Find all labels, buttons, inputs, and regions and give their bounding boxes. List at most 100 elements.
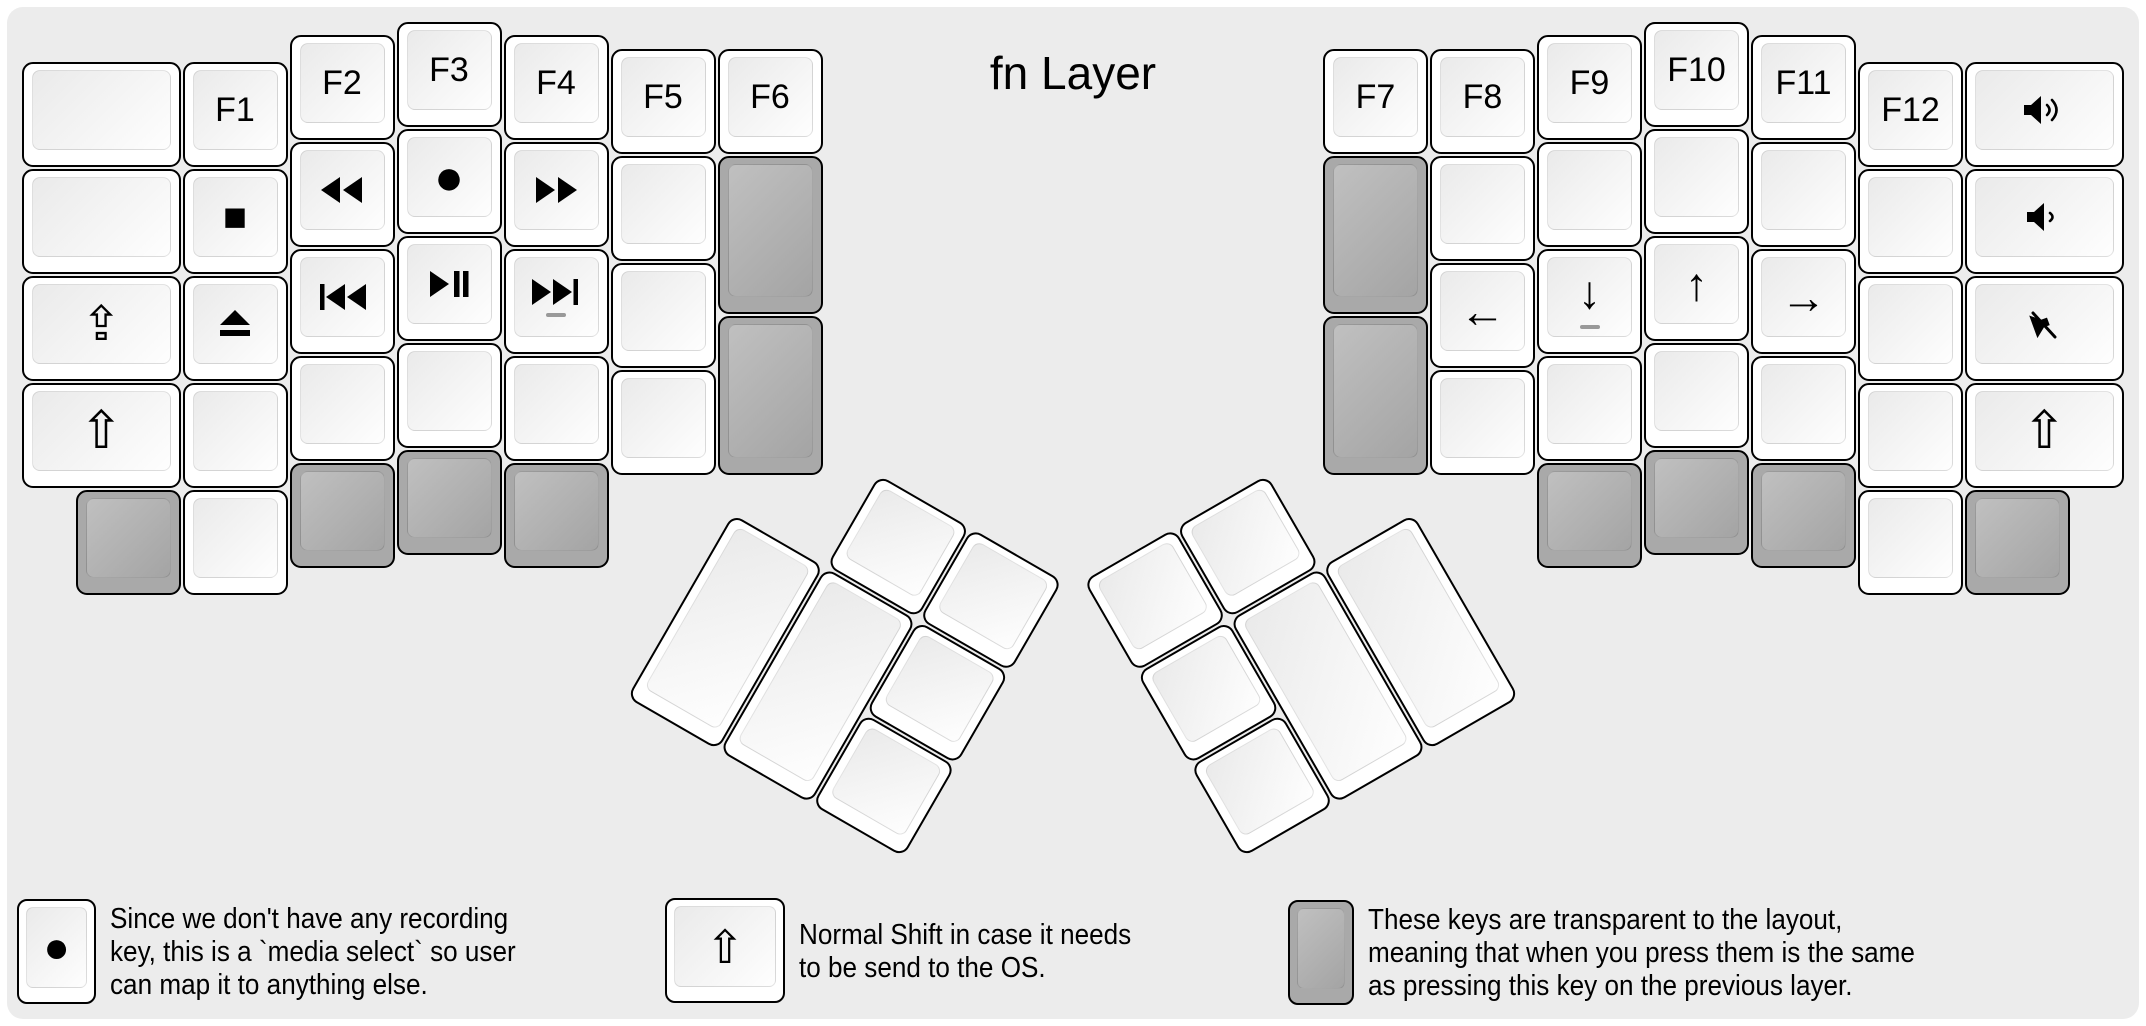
key-transparent-r-bottom-c2[interactable] (1537, 463, 1642, 569)
key-blank-l-r4c2[interactable] (289, 356, 395, 462)
key-f8[interactable]: F8 (1430, 48, 1535, 154)
key-blank-r-r2c5[interactable] (1858, 169, 1963, 275)
keytop: F2 (299, 43, 385, 124)
key-rewind[interactable] (289, 142, 395, 248)
key-f1[interactable]: F1 (182, 62, 288, 168)
key-blank-r-r4c2[interactable] (1537, 356, 1642, 462)
key-transparent-l-inner-bottom[interactable] (717, 316, 823, 475)
keytop: F1 (192, 70, 278, 151)
key-label: F12 (1881, 91, 1940, 130)
keytop (727, 163, 813, 298)
key-f6[interactable]: F6 (717, 48, 823, 154)
key-play-pause[interactable] (396, 236, 502, 341)
key-next-track[interactable] (503, 249, 609, 355)
key-fast-forward[interactable] (503, 142, 609, 248)
key-volume-up[interactable] (1965, 62, 2124, 168)
key-transparent-r-inner-top[interactable] (1323, 155, 1428, 315)
keytop (1975, 498, 2060, 579)
key-blank-r-r2c3[interactable] (1644, 129, 1749, 234)
key-transparent-l-bottom-c3[interactable] (396, 450, 502, 555)
key-shift-right[interactable]: ⇧ (1965, 383, 2124, 489)
key-arrow-right[interactable]: → (1751, 249, 1856, 355)
key-blank-l-r1c0[interactable] (22, 62, 181, 168)
key-label: F1 (215, 91, 255, 130)
keytop (620, 377, 706, 458)
keytop (1547, 150, 1632, 231)
key-blank-r-r3c5[interactable] (1858, 276, 1963, 382)
key-f10[interactable]: F10 (1644, 22, 1749, 127)
key-shift-left[interactable]: ⇧ (22, 383, 181, 489)
key-transparent-l-bottom-c0[interactable] (75, 490, 181, 596)
keytop (299, 471, 385, 552)
key-blank-r-r2c4[interactable] (1751, 142, 1856, 248)
key-mute[interactable] (1965, 276, 2124, 382)
key-arrow-down[interactable]: ↓ (1537, 249, 1642, 355)
key-transparent-l-bottom-c2[interactable] (289, 463, 395, 569)
legend-line: can map it to anything else. (110, 969, 428, 1001)
right-arrow-icon: → (1780, 271, 1827, 324)
shift-icon: ⇧ (2022, 402, 2067, 461)
legend-line: These keys are transparent to the layout… (1368, 904, 1843, 936)
key-f11[interactable]: F11 (1751, 35, 1856, 141)
key-blank-r-r2c1[interactable] (1430, 155, 1535, 261)
legend-line: key, this is a `media select` so user (110, 936, 516, 968)
keytop: ● (406, 137, 492, 217)
key-label: F6 (750, 77, 790, 116)
key-f12[interactable]: F12 (1858, 62, 1963, 168)
keytop: ← (1440, 270, 1525, 351)
keytop (1761, 150, 1846, 231)
key-transparent-r-bottom-c4[interactable] (1751, 463, 1856, 569)
key-transparent-r-bottom-c6[interactable] (1965, 490, 2070, 596)
key-f2[interactable]: F2 (289, 35, 395, 141)
legend-line: meaning that when you press them is the … (1368, 937, 1915, 969)
key-prev-track[interactable] (289, 249, 395, 355)
key-blank-l-r3c5[interactable] (610, 262, 716, 368)
key-label: F4 (536, 64, 576, 103)
key-stop[interactable]: ■ (182, 169, 288, 275)
keytop (1654, 351, 1739, 431)
key-transparent-l-inner-top[interactable] (717, 155, 823, 315)
key-volume-down[interactable] (1965, 169, 2124, 275)
stop-icon: ■ (222, 194, 248, 239)
key-f4[interactable]: F4 (503, 35, 609, 141)
key-blank-l-r4c1[interactable] (182, 383, 288, 489)
key-blank-l-r4c3[interactable] (396, 343, 502, 448)
legend-record-key: ● (17, 899, 96, 1004)
legend-media-select-text: Since we don't have any recording key, t… (110, 903, 516, 1002)
key-arrow-up[interactable]: ↑ (1644, 236, 1749, 341)
key-blank-r-bottom-c5[interactable] (1858, 490, 1963, 596)
keytop (513, 150, 599, 231)
key-blank-r-r4c5[interactable] (1858, 383, 1963, 489)
key-blank-l-r4c5[interactable] (610, 369, 716, 475)
homing-bar (1579, 325, 1600, 330)
key-blank-l-bottom-c1[interactable] (182, 490, 288, 596)
legend-line: Since we don't have any recording (110, 903, 509, 935)
key-blank-r-r2c2[interactable] (1537, 142, 1642, 248)
key-blank-l-r2c5[interactable] (610, 155, 716, 261)
key-blank-l-r4c4[interactable] (503, 356, 609, 462)
keytop (1868, 498, 1953, 579)
key-blank-r-r4c4[interactable] (1751, 356, 1856, 462)
key-f9[interactable]: F9 (1537, 35, 1642, 141)
key-arrow-left[interactable]: ← (1430, 262, 1535, 368)
down-arrow-icon: ↓ (1578, 266, 1601, 319)
key-blank-l-r2c0[interactable] (22, 169, 181, 275)
key-eject[interactable] (182, 276, 288, 382)
key-f3[interactable]: F3 (396, 22, 502, 127)
keytop (1761, 471, 1846, 552)
key-caps-lock[interactable]: ⇪ (22, 276, 181, 382)
key-transparent-r-inner-bottom[interactable] (1323, 316, 1428, 475)
up-arrow-icon: ↑ (1685, 258, 1708, 310)
key-transparent-r-bottom-c3[interactable] (1644, 450, 1749, 555)
key-f7[interactable]: F7 (1323, 48, 1428, 154)
key-record-media-select[interactable]: ● (396, 129, 502, 234)
key-f5[interactable]: F5 (610, 48, 716, 154)
volume-down-icon (2024, 200, 2064, 234)
mute-icon (2024, 305, 2064, 343)
key-label: F3 (429, 51, 469, 89)
key-blank-r-r4c1[interactable] (1430, 369, 1535, 475)
legend-transparent-key (1288, 900, 1354, 1005)
key-blank-r-r4c3[interactable] (1644, 343, 1749, 448)
keytop (1975, 284, 2114, 365)
key-transparent-l-bottom-c4[interactable] (503, 463, 609, 569)
